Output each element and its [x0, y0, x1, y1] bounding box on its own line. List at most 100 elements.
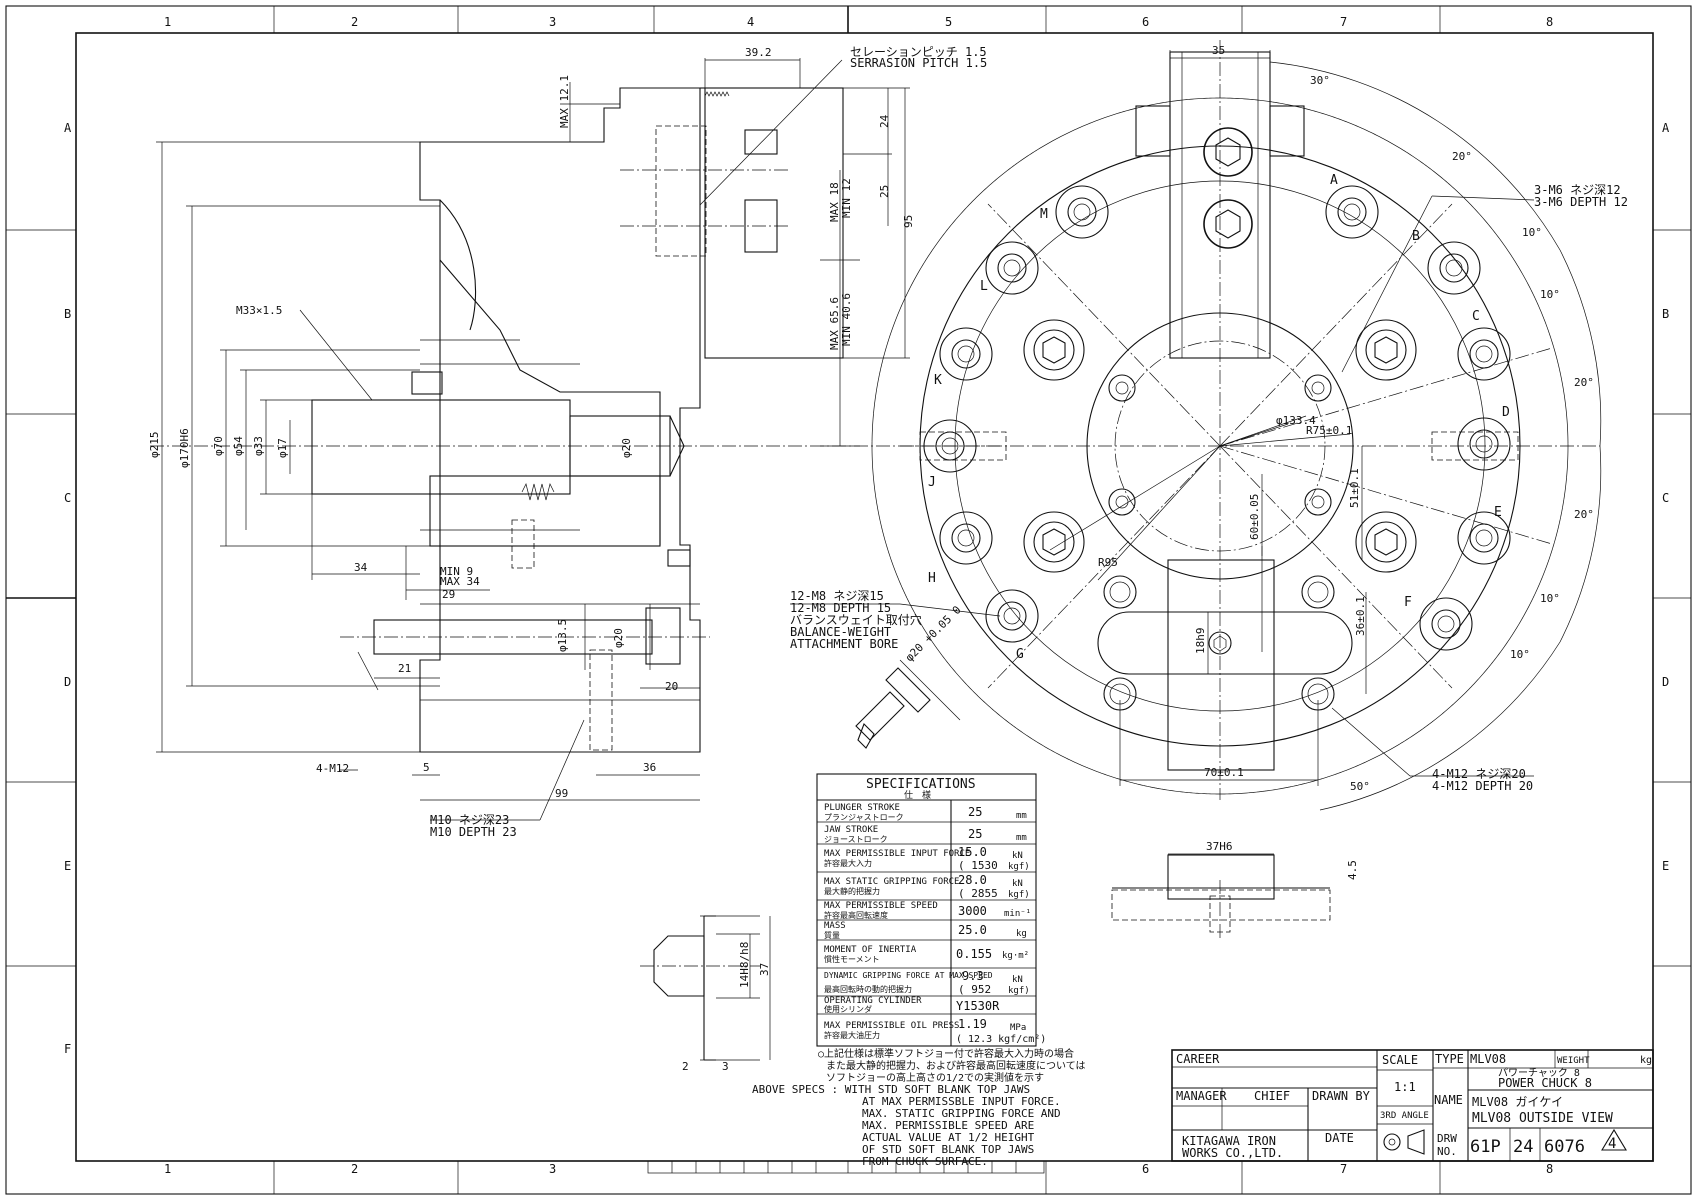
spec-unit2-3: kgf) — [1008, 890, 1030, 900]
col-label-bottom-8: 8 — [1546, 1162, 1553, 1176]
dim-angle-50: 50° — [1350, 780, 1370, 793]
row-label-left-d: D — [64, 675, 71, 689]
jaw-letter-c: C — [1472, 309, 1480, 324]
row-label-right-a: A — [1662, 121, 1670, 135]
footnote-en-4: ACTUAL VALUE AT 1/2 HEIGHT — [862, 1131, 1035, 1144]
zone-ticks — [6, 6, 1691, 1194]
specifications-table: SPECIFICATIONS 仕 様 — [816, 773, 1037, 1047]
note-m8-en: 12-M8 DEPTH 15 — [790, 601, 891, 615]
tb-date: DATE — [1325, 1131, 1354, 1145]
dim-5: 5 — [423, 761, 430, 774]
note-m12-jp: 4-M12 ネジ深20 — [1432, 767, 1526, 781]
dim-18h9: 18h9 — [1194, 628, 1207, 655]
row-label-left-a: A — [64, 121, 72, 135]
spec-label-5: MASS — [824, 921, 846, 931]
dim-d70: φ70 — [212, 436, 225, 456]
dim-24: 24 — [878, 114, 891, 128]
spec-unit-1: mm — [1016, 833, 1027, 843]
spec-value-6: 0.155 — [956, 947, 992, 961]
spec-unit2-7: kgf) — [1008, 986, 1030, 996]
dim-d13-5: φ13.5 — [556, 619, 569, 652]
footnote-en-0: ABOVE SPECS : WITH STD SOFT BLANK TOP JA… — [752, 1083, 1030, 1096]
dim-min9: MIN 9 — [440, 565, 473, 578]
spec-unit-9: MPa — [1010, 1023, 1026, 1033]
spec-label-jp-2: 許容最大入力 — [824, 858, 872, 868]
bw-hole-g — [985, 589, 1039, 643]
note-bw-en2: ATTACHMENT BORE — [790, 637, 898, 651]
dim-99: 99 — [555, 787, 568, 800]
spec-rows: PLUNGER STROKE プランジャストローク 25 mm JAW STRO… — [824, 803, 1046, 1045]
spec-value-7: 9.3 — [962, 969, 984, 983]
row-label-left-b: B — [64, 307, 71, 321]
front-view — [871, 40, 1600, 800]
spec-label-1: JAW STROKE — [824, 825, 878, 835]
spec-label-jp-4: 許容最高回転速度 — [824, 910, 888, 920]
tb-3rd-angle: 3RD ANGLE — [1380, 1111, 1429, 1121]
spec-unit-6: kg·m² — [1002, 951, 1029, 961]
bw-hole-a — [1325, 185, 1379, 239]
col-label-top-6: 6 — [1142, 15, 1149, 29]
spec-unit-0: mm — [1016, 811, 1027, 821]
jaw-letter-d: D — [1502, 405, 1510, 420]
tb-drawn-by: DRAWN BY — [1312, 1089, 1371, 1103]
col-label-top-8: 8 — [1546, 15, 1553, 29]
dim-37h6: 37H6 — [1206, 840, 1233, 853]
jaw-letter-e: E — [1494, 505, 1502, 520]
spec-value-5: 25.0 — [958, 923, 987, 937]
spec-unit-3: kN — [1012, 879, 1023, 889]
bw-hole-j — [923, 419, 977, 473]
col-label-top-1: 1 — [164, 15, 171, 29]
dim-max18: MAX 18 — [828, 182, 841, 222]
tb-product-en: POWER CHUCK 8 — [1498, 1076, 1592, 1090]
spec-value-2: 15.0 — [958, 845, 987, 859]
spec-footnotes: ○上記仕様は標準ソフトジョー付で許容最大入力時の場合 また最大静的把握力、および… — [752, 1047, 1086, 1168]
title-block — [1171, 1049, 1654, 1162]
jaw-letter-b: B — [1412, 229, 1420, 244]
tb-company-1: KITAGAWA IRON — [1182, 1134, 1276, 1148]
dim-d20-bore: φ20 — [620, 438, 633, 458]
dim-95: 95 — [902, 215, 915, 228]
dim-39-2: 39.2 — [745, 46, 772, 59]
dim-d170h6: φ170H6 — [178, 428, 191, 468]
spec-title: SPECIFICATIONS — [866, 777, 976, 792]
dim-angle-10-b: 10° — [1540, 288, 1560, 301]
spec-label-jp-6: 慣性モーメント — [824, 954, 880, 964]
jaw-letter-k: K — [934, 373, 942, 388]
bw-hole-d — [1457, 417, 1511, 471]
spec-value2-3: ( 2855 — [958, 887, 998, 900]
dim-2: 2 — [682, 1060, 689, 1073]
label-m33: M33×1.5 — [236, 304, 282, 317]
dim-d215: φ215 — [148, 432, 161, 459]
dim-20: 20 — [665, 680, 678, 693]
row-label-right-c: C — [1662, 491, 1669, 505]
tb-type-label: TYPE — [1435, 1052, 1464, 1066]
col-label-top-3: 3 — [549, 15, 556, 29]
dim-25: 25 — [878, 185, 891, 198]
footnote-jp-2: ソフトジョーの高上高さの1/2での実測値を示す — [826, 1071, 1044, 1084]
bw-hole-h — [939, 511, 993, 565]
tb-name-en: MLV08 OUTSIDE VIEW — [1472, 1111, 1613, 1126]
dim-60: 60±0.05 — [1248, 494, 1261, 540]
jaw-letter-a: A — [1330, 173, 1338, 188]
dim-d20-bolt: φ20 — [612, 628, 625, 648]
tb-drw-b: 24 — [1513, 1137, 1533, 1157]
dim-angle-20-c: 20° — [1574, 508, 1594, 521]
dim-d33: φ33 — [252, 436, 265, 456]
spec-unit-7: kN — [1012, 975, 1023, 985]
col-label-top-2: 2 — [351, 15, 358, 29]
spec-value-9: 1.19 — [958, 1017, 987, 1031]
dim-max12-1: MAX 12.1 — [558, 75, 571, 128]
note-m6-en: 3-M6 DEPTH 12 — [1534, 195, 1628, 209]
footnote-en-6: FROM CHUCK SURFACE. — [862, 1155, 988, 1168]
bw-hole-m — [1055, 185, 1109, 239]
dim-angle-20-a: 20° — [1452, 150, 1472, 163]
side-view-dim-labels: φ215 φ170H6 φ70 φ54 φ33 φ17 φ20 φ13.5 φ2… — [148, 46, 915, 800]
bw-hole-k — [939, 327, 993, 381]
bw-hole-f — [1419, 597, 1473, 651]
note-m6-jp: 3-M6 ネジ深12 — [1534, 183, 1621, 197]
dim-angle-20-b: 20° — [1574, 376, 1594, 389]
note-m10-en: M10 DEPTH 23 — [430, 825, 517, 839]
jaw-letter-h: H — [928, 571, 936, 586]
spec-value-0: 25 — [968, 805, 982, 819]
